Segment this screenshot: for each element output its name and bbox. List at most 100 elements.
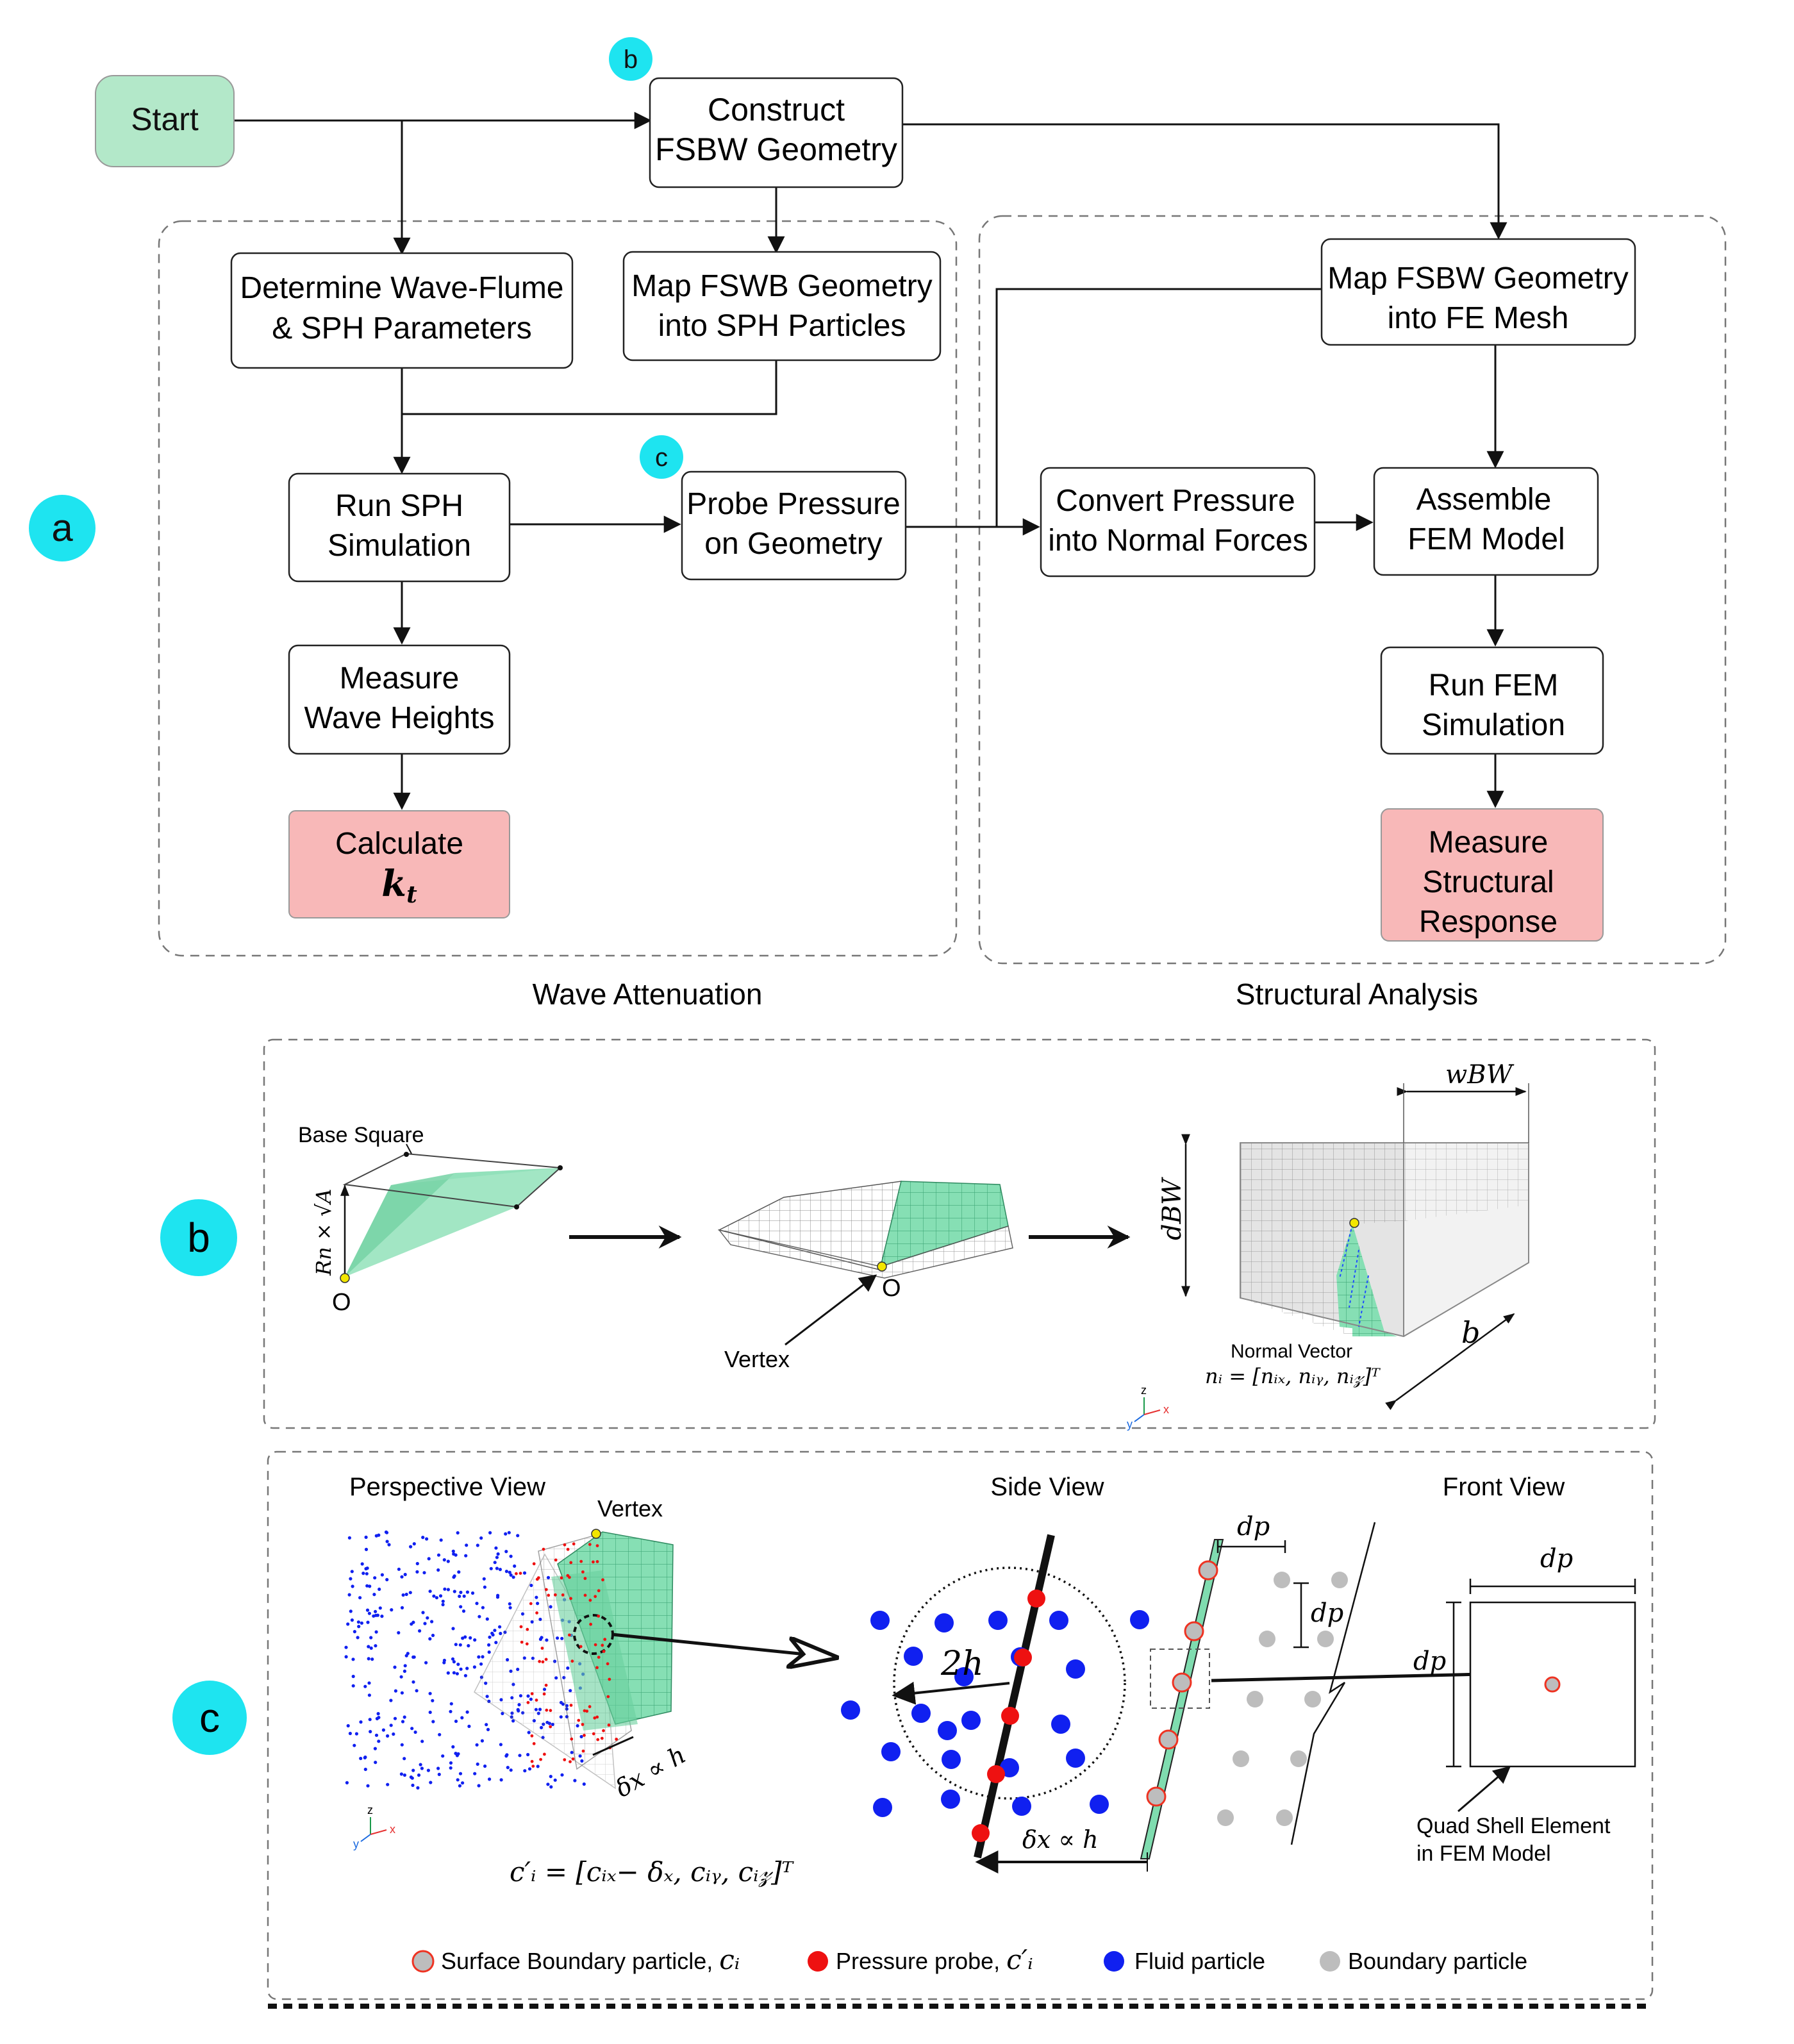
fluid-dot xyxy=(393,1716,397,1720)
determine-parameters-line2: & SPH Parameters xyxy=(272,312,531,345)
fluid-dot xyxy=(421,1536,425,1540)
fluid-dot xyxy=(489,1566,493,1570)
fluid-dot xyxy=(496,1552,500,1556)
fluid-dot xyxy=(397,1567,401,1571)
dp-side-label: dp xyxy=(1311,1599,1343,1628)
fluid-dot xyxy=(475,1743,479,1747)
quad-shell-pointer xyxy=(1458,1766,1511,1813)
probe-dot xyxy=(535,1611,538,1615)
w-bw-label: wBW xyxy=(1445,1060,1515,1090)
fluid-dot xyxy=(499,1743,503,1747)
fluid-dot xyxy=(378,1606,382,1610)
probe-dot xyxy=(592,1560,595,1564)
fluid-dot xyxy=(452,1575,456,1579)
boundary-particle xyxy=(1217,1809,1234,1826)
axis-z-c: z xyxy=(367,1804,373,1816)
probe-dot xyxy=(568,1575,571,1579)
probe-dot xyxy=(542,1547,545,1551)
fluid-dot xyxy=(427,1557,431,1561)
fluid-dot xyxy=(421,1611,425,1615)
fluid-dot xyxy=(455,1672,460,1675)
fluid-dot xyxy=(508,1570,511,1574)
fluid-dot xyxy=(473,1772,477,1775)
fluid-dot xyxy=(401,1593,405,1597)
fluid-dot xyxy=(449,1766,453,1770)
fluid-dot xyxy=(479,1662,483,1666)
fluid-dot xyxy=(365,1572,369,1575)
fluid-particle xyxy=(1066,1749,1085,1768)
probe-dot xyxy=(539,1757,542,1761)
fluid-dot xyxy=(462,1594,466,1598)
fluid-dot xyxy=(415,1689,419,1693)
fluid-dot xyxy=(403,1669,407,1673)
surface-particle xyxy=(1184,1621,1204,1641)
fluid-dot xyxy=(347,1593,351,1597)
fluid-dot xyxy=(487,1650,491,1654)
fluid-dot xyxy=(367,1645,370,1649)
fluid-dot xyxy=(367,1657,370,1661)
probe-dot xyxy=(577,1718,581,1722)
fluid-dot xyxy=(408,1591,412,1595)
fluid-dot xyxy=(364,1566,368,1571)
fluid-dot xyxy=(573,1779,577,1782)
fluid-dot xyxy=(518,1754,522,1757)
side-view: 2h δx ∝ h dp dp xyxy=(841,1512,1376,1874)
perspective-fluid-cloud xyxy=(344,1530,586,1790)
probe-dot xyxy=(531,1765,535,1768)
legend-label-surface: Surface Boundary particle, cᵢ xyxy=(441,1944,740,1975)
axis-triad-b xyxy=(1134,1397,1161,1422)
fluid-dot xyxy=(348,1731,353,1736)
fluid-dot xyxy=(493,1629,497,1633)
determine-parameters-node xyxy=(230,252,574,369)
fluid-dot xyxy=(387,1543,391,1547)
map-fe-node xyxy=(1320,238,1636,346)
fluid-dot xyxy=(366,1620,370,1624)
fluid-dot xyxy=(452,1552,456,1556)
fluid-dot xyxy=(508,1606,512,1609)
probe-dot xyxy=(544,1658,548,1661)
probe-dot xyxy=(588,1543,592,1547)
probe-dot xyxy=(525,1642,529,1646)
panel-b-frame xyxy=(263,1038,1656,1429)
construct-geometry-line2: FSBW Geometry xyxy=(655,131,897,167)
fluid-dot xyxy=(438,1732,442,1736)
fluid-dot xyxy=(368,1718,372,1722)
fluid-dot xyxy=(363,1756,367,1759)
fluid-dot xyxy=(369,1636,373,1640)
fluid-dot xyxy=(461,1781,465,1785)
fluid-dot xyxy=(376,1712,380,1716)
fluid-dot xyxy=(403,1664,407,1668)
boundary-particle xyxy=(1317,1631,1334,1647)
probe-dot xyxy=(554,1558,558,1562)
fluid-dot xyxy=(495,1595,500,1599)
fluid-dot xyxy=(374,1733,379,1737)
fluid-dot xyxy=(426,1616,429,1620)
front-surface-particle xyxy=(1544,1676,1561,1693)
fluid-dot xyxy=(463,1674,468,1677)
fluid-dot xyxy=(377,1740,381,1743)
fluid-dot xyxy=(481,1606,485,1609)
probe-dot xyxy=(588,1599,592,1602)
fluid-dot xyxy=(454,1719,458,1724)
fluid-particle xyxy=(938,1721,957,1740)
fluid-dot xyxy=(411,1655,415,1659)
fluid-dot xyxy=(436,1568,440,1572)
axis-y-c: y xyxy=(353,1838,359,1850)
flow-connectors xyxy=(234,112,1507,810)
probe-dot xyxy=(568,1633,571,1637)
fluid-dot xyxy=(436,1553,441,1557)
fluid-dot xyxy=(475,1602,479,1606)
fluid-dot xyxy=(459,1667,463,1671)
fluid-dot xyxy=(451,1745,455,1749)
fluid-dot xyxy=(509,1768,513,1772)
fluid-dot xyxy=(364,1547,369,1551)
fluid-dot xyxy=(549,1775,552,1779)
fluid-dot xyxy=(346,1622,350,1626)
probe-dot xyxy=(542,1692,546,1696)
fluid-dot xyxy=(358,1596,362,1600)
fluid-dot xyxy=(411,1768,415,1772)
height-label: Rn × √A xyxy=(311,1189,336,1276)
probe-dot xyxy=(569,1704,573,1707)
panel-marker-a xyxy=(29,495,96,561)
